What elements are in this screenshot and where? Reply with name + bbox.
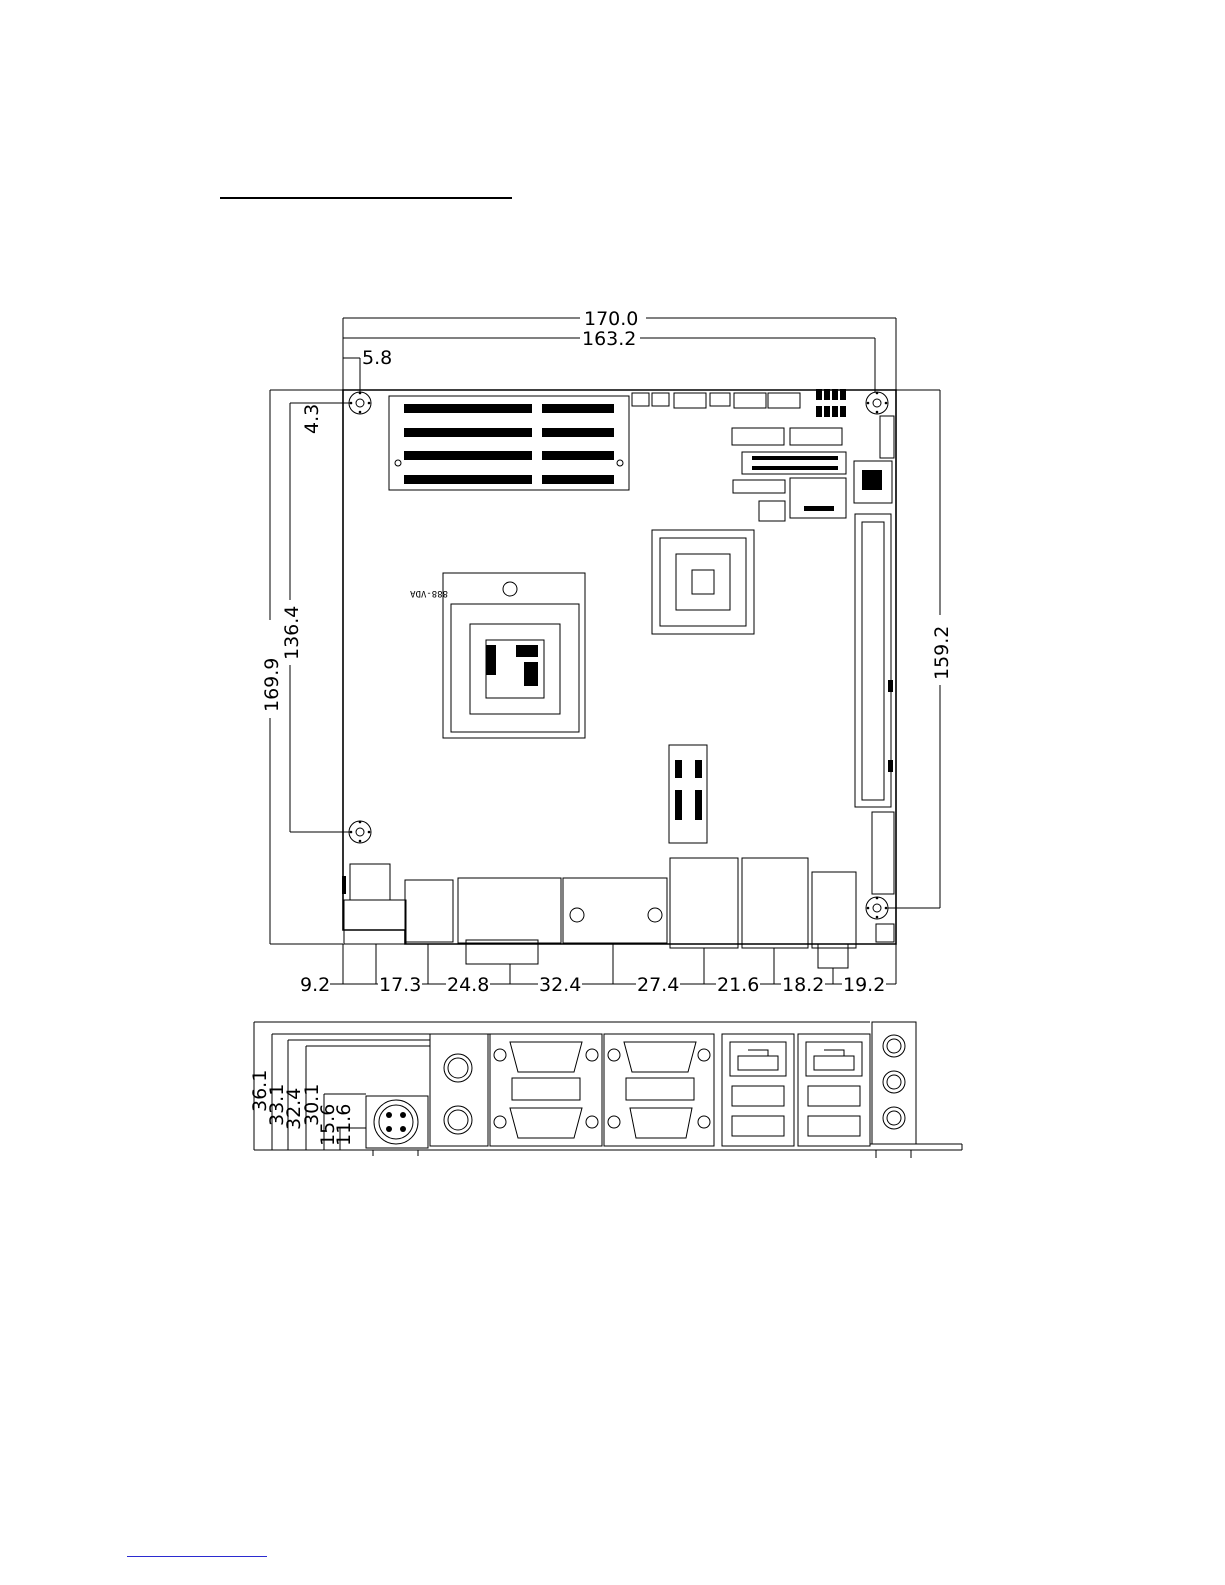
chain-dim-2: 17.3 (379, 974, 421, 996)
chain-dim-8: 19.2 (843, 974, 885, 996)
chain-dim-1: 9.2 (300, 974, 330, 996)
dimm-slots (389, 396, 629, 490)
board-outline (343, 390, 896, 944)
dimension-lines-top-view (270, 318, 940, 984)
io-dim-6: 11.6 (333, 1104, 355, 1146)
cpu-socket-marking: 888-VDA (409, 588, 448, 598)
chain-dim-3: 24.8 (447, 974, 489, 996)
dim-hole-span: 163.2 (582, 328, 636, 350)
mounting-hole-bottom-right (866, 897, 888, 919)
footnote-rule (127, 1556, 267, 1557)
dim-overall-height: 169.9 (261, 658, 283, 712)
chain-dim-4: 32.4 (539, 974, 581, 996)
io-height-labels: 36.1 33.1 32.4 30.1 15.6 11.6 (249, 1070, 355, 1146)
mounting-hole-top-left (349, 392, 371, 414)
dimension-labels-top-view: 170.0 163.2 5.8 4.3 169.9 136.4 159.2 (261, 306, 953, 712)
expansion-slot (855, 514, 893, 807)
chipset-bga (652, 530, 754, 634)
chain-dim-6: 21.6 (717, 974, 759, 996)
mounting-hole-top-right (866, 392, 888, 414)
dim-left-hole-span: 136.4 (281, 606, 303, 660)
right-side-header (872, 812, 894, 942)
audio-jacks-icon (883, 1035, 905, 1129)
bottom-dimension-chain: 9.2 17.3 24.8 32.4 27.4 21.6 18.2 19.2 (300, 974, 886, 996)
cpu-socket: 888-VDA (409, 573, 585, 738)
dim-right-hole-span: 159.2 (931, 626, 953, 680)
ps2-ports-icon (430, 1034, 488, 1146)
top-edge-headers (632, 389, 894, 458)
dim-hole-offset-y: 4.3 (301, 404, 323, 434)
chain-dim-5: 27.4 (637, 974, 679, 996)
dim-hole-offset-x: 5.8 (362, 347, 392, 369)
dim-overall-width: 170.0 (584, 308, 638, 330)
io-edge-connectors (342, 858, 856, 968)
serial-vga-block (490, 1034, 714, 1146)
sata-and-header-block (732, 428, 892, 521)
lan-usb-stack-2 (798, 1034, 870, 1146)
chain-dim-7: 18.2 (782, 974, 824, 996)
mini-pcie-slot (669, 745, 707, 843)
mounting-hole-bottom-left (349, 821, 371, 843)
dc-power-jack-icon (366, 1096, 428, 1148)
lan-usb-stack-1 (722, 1034, 794, 1146)
